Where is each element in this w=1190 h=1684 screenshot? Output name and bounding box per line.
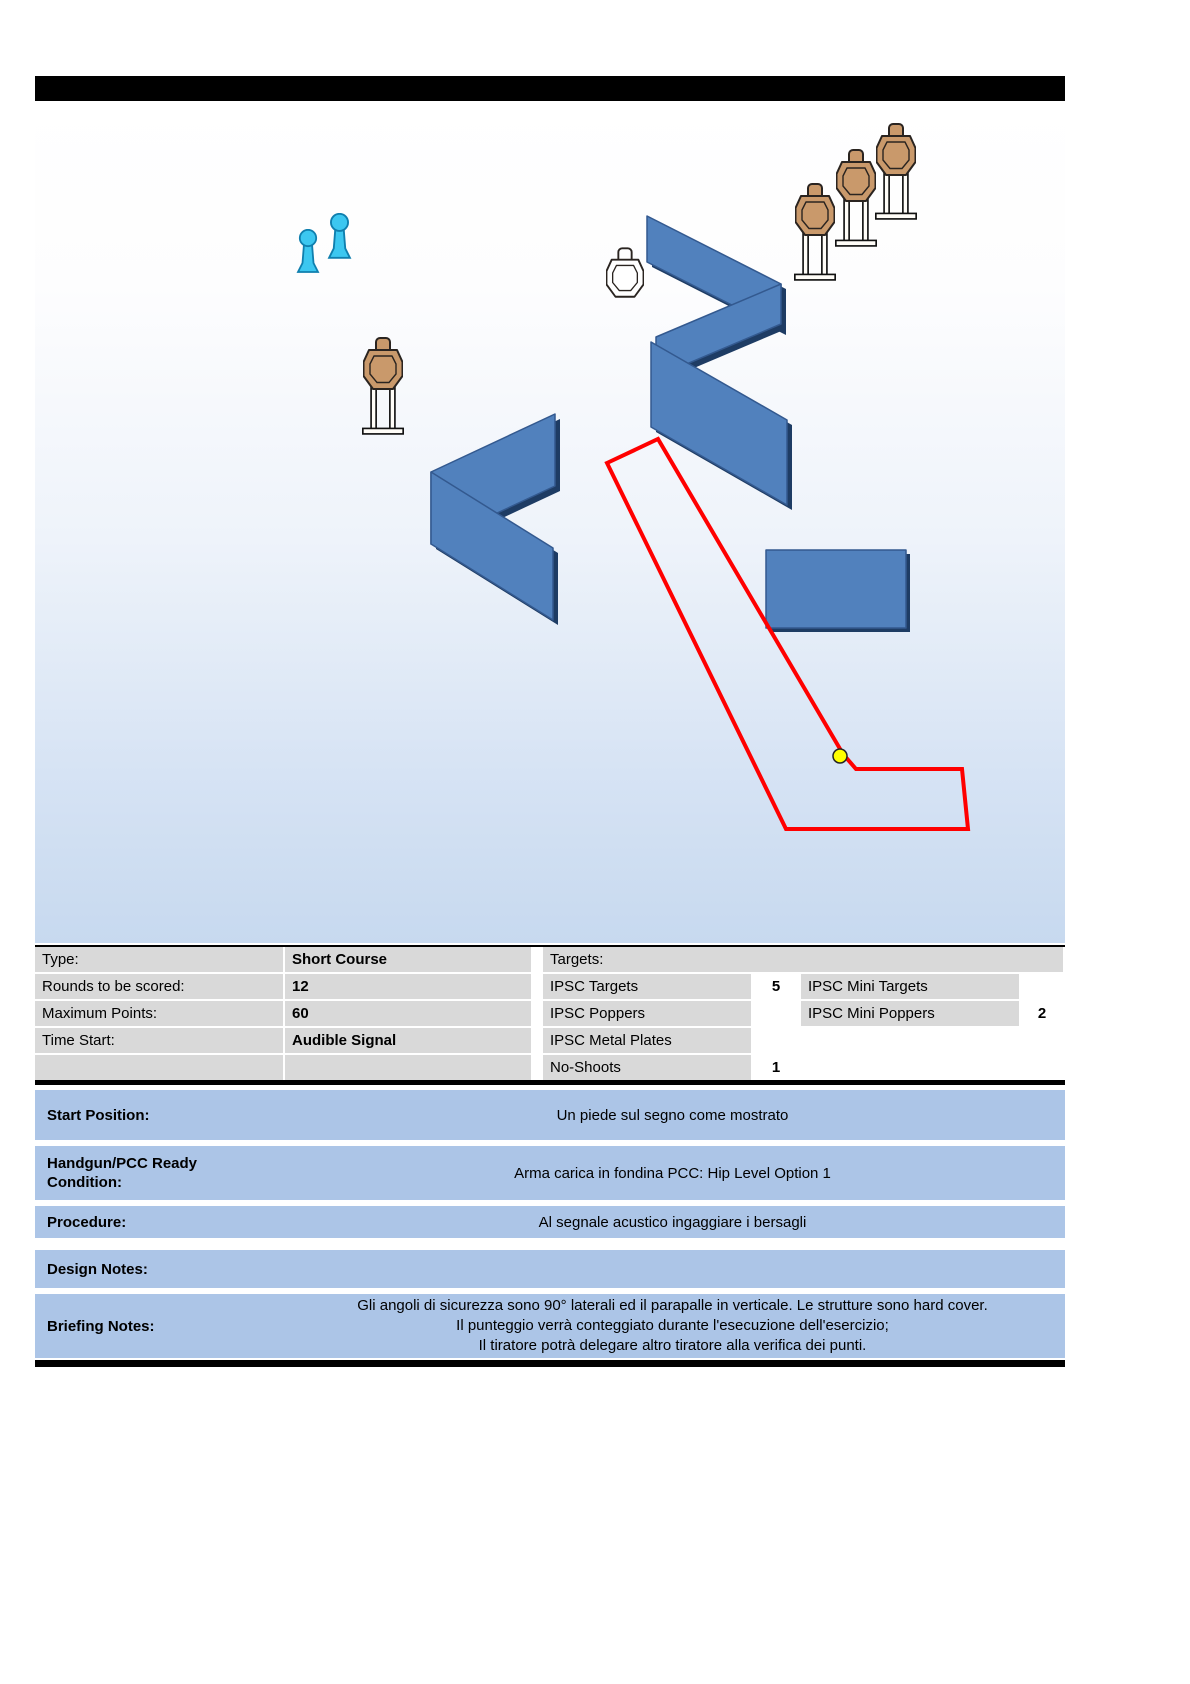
- ipsc-target-3: [795, 183, 835, 236]
- ipsc-target-1: [876, 123, 916, 176]
- table-spacer: [533, 947, 541, 972]
- stage-diagram: [35, 101, 1065, 943]
- wall-platform: [765, 549, 910, 632]
- ipsc-targets-label: IPSC Targets: [543, 974, 751, 999]
- procedure-text: Al segnale acustico ingaggiare i bersagl…: [538, 1213, 807, 1231]
- ready-condition-text: Arma carica in fondina PCC: Hip Level Op…: [514, 1164, 831, 1182]
- briefing-line-2: Il punteggio verrà conteggiato durante l…: [456, 1317, 889, 1334]
- ipsc-poppers-count: [753, 1001, 799, 1026]
- top-black-bar: [35, 76, 1065, 101]
- target-stand-1: [874, 171, 918, 220]
- table-spacer: [533, 1001, 541, 1026]
- briefing-line-1: Gli angoli di sicurezza sono 90° lateral…: [357, 1297, 988, 1314]
- ipsc-target-2: [836, 149, 876, 202]
- ipsc-mini-targets-label: IPSC Mini Targets: [801, 974, 1019, 999]
- ipsc-mini-poppers-label: IPSC Mini Poppers: [801, 1001, 1019, 1026]
- table-spacer: [533, 974, 541, 999]
- empty-cell: [1021, 1028, 1063, 1053]
- design-notes-label: Design Notes:: [47, 1260, 148, 1278]
- design-notes-row: Design Notes:: [35, 1250, 1065, 1288]
- table-spacer: [533, 1028, 541, 1053]
- fault-line-area: [604, 436, 971, 831]
- bottom-black-bar: [35, 1360, 1065, 1367]
- briefing-notes-text: Gli angoli di sicurezza sono 90° lateral…: [280, 1296, 1065, 1356]
- ipsc-mini-poppers-count: 2: [1021, 1001, 1063, 1026]
- briefing-notes-row: Briefing Notes: Gli angoli di sicurezza …: [35, 1294, 1065, 1358]
- targets-header: Targets:: [543, 947, 1063, 972]
- stage-description-sections: Start Position: Un piede sul segno come …: [35, 1090, 1065, 1358]
- start-position-row: Start Position: Un piede sul segno come …: [35, 1090, 1065, 1140]
- table-divider-bar: [35, 1080, 1065, 1085]
- rounds-label: Rounds to be scored:: [35, 974, 283, 999]
- mini-popper-1: [297, 229, 319, 273]
- empty-cell: [1021, 1055, 1063, 1080]
- empty-cell: [801, 1028, 1019, 1053]
- ipsc-target-4: [363, 337, 403, 390]
- max-points-value: 60: [285, 1001, 531, 1026]
- no-shoot-target: [606, 247, 644, 298]
- start-position-marker: [832, 748, 848, 764]
- target-stand-2: [834, 198, 878, 247]
- procedure-label: Procedure:: [47, 1213, 127, 1231]
- stage-info-table: Type: Short Course Targets: Rounds to be…: [35, 945, 1065, 1080]
- mini-popper-2: [328, 213, 351, 259]
- no-shoots-label: No-Shoots: [543, 1055, 751, 1080]
- no-shoots-count: 1: [753, 1055, 799, 1080]
- time-start-value: Audible Signal: [285, 1028, 531, 1053]
- ipsc-targets-count: 5: [753, 974, 799, 999]
- empty-cell: [801, 1055, 1019, 1080]
- empty-label: [35, 1055, 283, 1080]
- ipsc-mini-targets-count: [1021, 974, 1063, 999]
- start-position-text: Un piede sul segno come mostrato: [556, 1106, 789, 1124]
- ready-condition-row: Handgun/PCC Ready Condition: Arma carica…: [35, 1146, 1065, 1200]
- wall-center: [650, 341, 792, 510]
- briefing-notes-label: Briefing Notes:: [47, 1317, 155, 1335]
- rounds-value: 12: [285, 974, 531, 999]
- stage-diagram-canvas: [297, 123, 971, 831]
- wall-left-segment-2: [430, 471, 558, 625]
- ready-condition-label: Handgun/PCC Ready Condition:: [47, 1155, 198, 1191]
- table-spacer: [533, 1055, 541, 1080]
- procedure-row: Procedure: Al segnale acustico ingaggiar…: [35, 1206, 1065, 1238]
- type-label: Type:: [35, 947, 283, 972]
- target-stand-3: [793, 232, 837, 281]
- empty-value: [285, 1055, 531, 1080]
- briefing-line-3: Il tiratore potrà delegare altro tirator…: [478, 1337, 867, 1354]
- ipsc-poppers-label: IPSC Poppers: [543, 1001, 751, 1026]
- target-stand-4: [362, 386, 404, 435]
- start-position-label: Start Position:: [47, 1106, 150, 1124]
- type-value: Short Course: [285, 947, 531, 972]
- time-start-label: Time Start:: [35, 1028, 283, 1053]
- metal-plates-label: IPSC Metal Plates: [543, 1028, 751, 1053]
- max-points-label: Maximum Points:: [35, 1001, 283, 1026]
- metal-plates-count: [753, 1028, 799, 1053]
